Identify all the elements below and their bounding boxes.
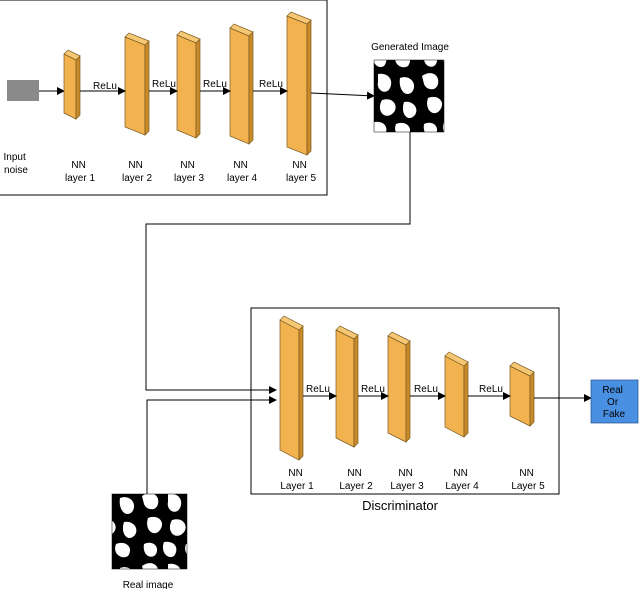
gen-relu-label-1: ReLu xyxy=(93,81,117,92)
real-to-discriminator-line xyxy=(146,396,277,495)
gen-layer-label-4: NN layer 4 xyxy=(227,160,257,184)
output-label: Real Or Fake xyxy=(602,385,625,420)
gen-layer-label-3: NN layer 3 xyxy=(174,160,204,184)
disc-layer-label-3: NN Layer 3 xyxy=(390,468,424,492)
disc-layer-label-2: NN Layer 2 xyxy=(339,468,373,492)
generated-image-title: Generated Image xyxy=(371,42,449,53)
discriminator-layer-3 xyxy=(387,331,411,443)
discriminator-title: Discriminator xyxy=(362,498,439,513)
gen-layer-label-5: NN layer 5 xyxy=(286,160,316,184)
gen-relu-label-4: ReLu xyxy=(259,79,283,90)
disc-relu-label-3: ReLu xyxy=(414,384,438,395)
real-image xyxy=(111,493,188,570)
discriminator-frame xyxy=(250,307,560,495)
disc-relu-label-1: ReLu xyxy=(306,384,330,395)
gen-layer-label-2: NN layer 2 xyxy=(122,160,152,184)
disc-relu-label-2: ReLu xyxy=(361,384,385,395)
disc-layer-label-5: NN Layer 5 xyxy=(511,468,545,492)
discriminator-layer-4 xyxy=(444,351,469,438)
discriminator-layer-1 xyxy=(279,315,304,461)
output-box xyxy=(590,379,639,424)
generator-layer-4 xyxy=(229,23,254,145)
generator-layer-2 xyxy=(124,32,150,136)
disc-relu-label-4: ReLu xyxy=(479,384,503,395)
input-noise-block xyxy=(7,80,39,101)
input-noise-label: Input noise xyxy=(3,152,28,176)
generator-frame xyxy=(0,0,328,196)
generated-to-discriminator-line xyxy=(145,132,411,394)
disc-layer-label-1: NN Layer 1 xyxy=(280,468,314,492)
gen-relu-label-3: ReLu xyxy=(203,79,227,90)
generated-image xyxy=(373,59,445,133)
discriminator-layer-5 xyxy=(509,361,535,427)
gen-to-image-arrow xyxy=(310,91,375,100)
generator-layer-3 xyxy=(176,30,201,139)
real-image-label: Real image xyxy=(123,580,174,589)
gen-layer-label-1: NN layer 1 xyxy=(65,160,95,184)
generator-layer-5 xyxy=(286,11,312,156)
generator-layer-1 xyxy=(63,49,81,120)
gen-relu-label-2: ReLu xyxy=(152,79,176,90)
discriminator-layer-2 xyxy=(335,325,359,448)
disc-layer-label-4: NN Layer 4 xyxy=(445,468,479,492)
